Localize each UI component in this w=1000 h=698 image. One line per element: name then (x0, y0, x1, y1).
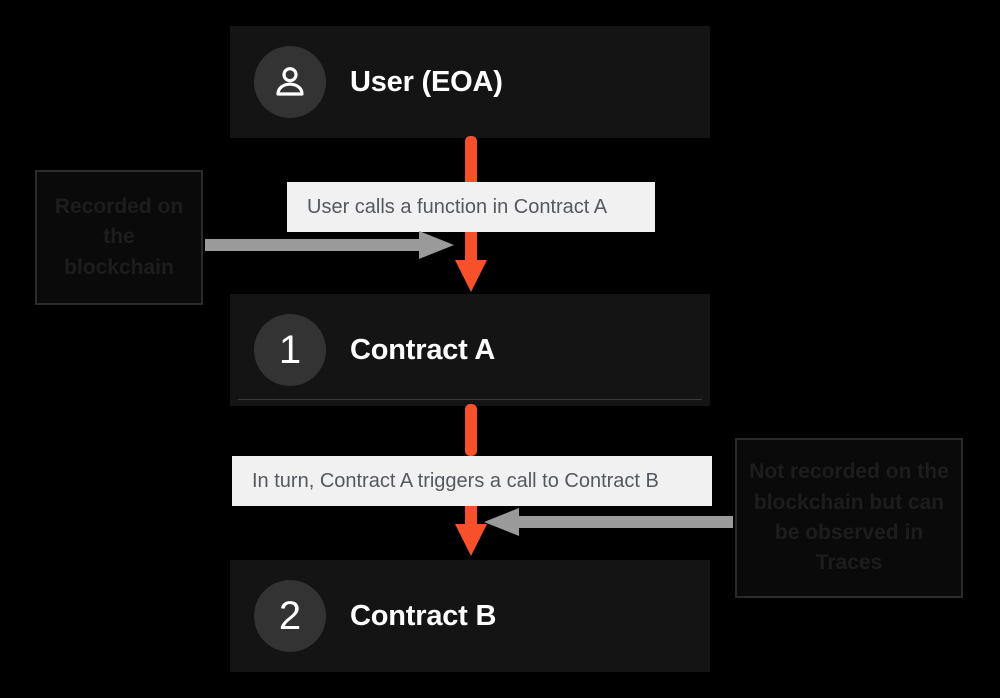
node-contract-b[interactable]: 2 Contract B (230, 560, 710, 672)
node-user-label: User (EOA) (350, 65, 503, 98)
pointer-arrow-not-recorded (483, 507, 733, 537)
step-number-badge-2: 2 (254, 580, 326, 652)
caption-contract-a-triggers-contract-b: In turn, Contract A triggers a call to C… (232, 456, 712, 506)
caption-text: In turn, Contract A triggers a call to C… (252, 469, 659, 492)
annotation-not-recorded-traces: Not recorded on the blockchain but can b… (735, 438, 963, 598)
node-contract-a-label: Contract A (350, 333, 496, 366)
annotation-text: Recorded on the blockchain (54, 194, 184, 279)
person-icon (254, 46, 326, 118)
node-divider (238, 399, 702, 400)
annotation-text: Not recorded on the blockchain but can b… (749, 460, 949, 575)
node-contract-b-label: Contract B (350, 599, 497, 632)
caption-text: User calls a function in Contract A (307, 195, 608, 218)
node-user[interactable]: User (EOA) (230, 26, 710, 138)
step-number-badge-1: 1 (254, 314, 326, 386)
node-contract-a[interactable]: 1 Contract A (230, 294, 710, 406)
annotation-recorded-on-blockchain: Recorded on the blockchain (35, 170, 203, 305)
caption-user-calls-function: User calls a function in Contract A (287, 182, 655, 232)
pointer-arrow-recorded (205, 230, 455, 260)
